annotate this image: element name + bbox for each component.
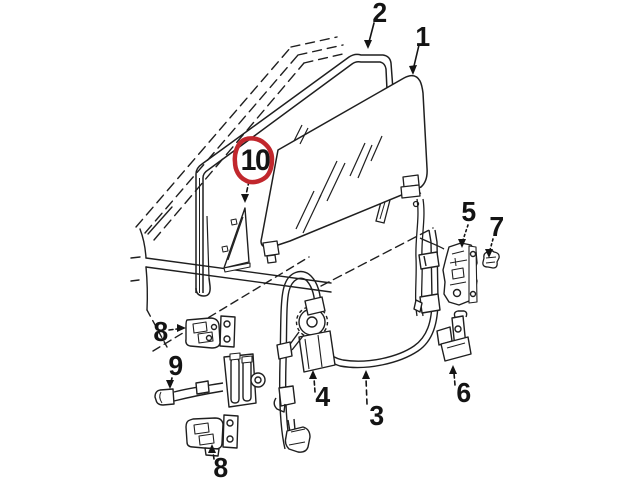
upper-hinge-group xyxy=(185,315,236,349)
window-frame-seal-group xyxy=(195,53,394,297)
callout-label-5: 5 xyxy=(461,196,476,227)
callout-label-7: 7 xyxy=(489,211,504,242)
regulator-group xyxy=(273,229,441,453)
door-lock-group xyxy=(442,242,478,306)
glass-clips xyxy=(262,174,421,264)
clip-group xyxy=(482,249,500,269)
check-strap-group xyxy=(154,352,266,408)
glass-reflections xyxy=(293,124,383,234)
callout-label-10: 10 xyxy=(240,144,271,177)
callout-label-6: 6 xyxy=(456,377,471,408)
callout-label-3: 3 xyxy=(369,400,384,431)
glass-group xyxy=(260,74,428,264)
callout-label-8-lower: 8 xyxy=(213,452,228,480)
striker-group xyxy=(436,310,472,362)
quarter-trim-triangle-group xyxy=(221,207,251,273)
callout-label-1: 1 xyxy=(415,21,430,52)
lower-hinge-group xyxy=(185,414,239,457)
highlight-circle xyxy=(232,136,275,185)
callout-label-4: 4 xyxy=(315,381,330,412)
callout-arrows-group xyxy=(166,22,494,460)
callout-label-2: 2 xyxy=(372,0,387,28)
callout-label-8-upper: 8 xyxy=(153,316,168,347)
callout-label-9: 9 xyxy=(168,350,183,381)
